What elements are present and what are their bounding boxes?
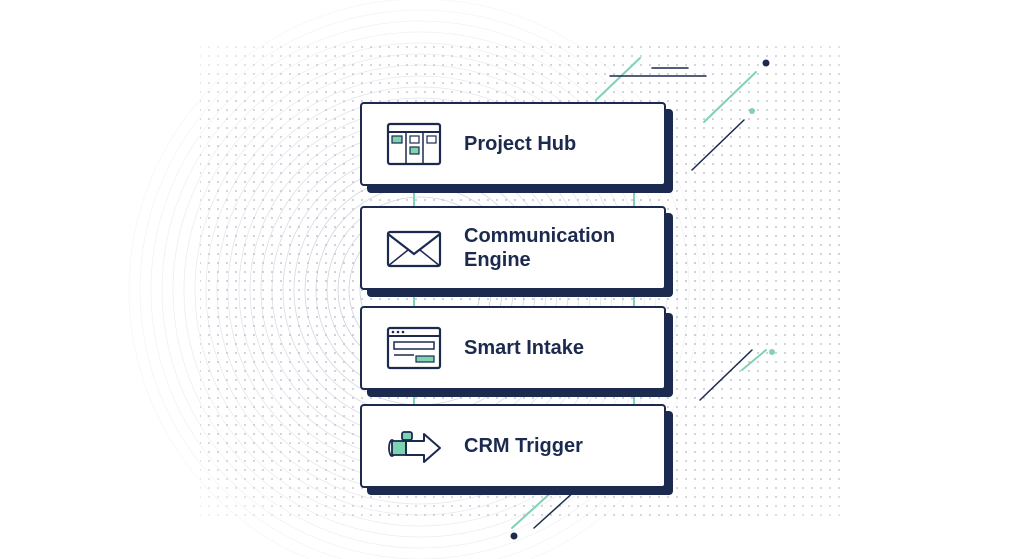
module-card-communication-engine: Communication Engine: [360, 206, 666, 290]
kanban-board-icon: [386, 122, 442, 166]
accent-dot: [510, 532, 518, 540]
accent-dot: [749, 108, 755, 114]
accent-dot: [762, 59, 770, 67]
form-window-icon: [386, 326, 442, 370]
module-card-project-hub: Project Hub: [360, 102, 666, 186]
accent-line-navy: [699, 349, 753, 401]
module-label: Smart Intake: [464, 337, 585, 359]
accent-line-mint: [703, 71, 757, 123]
module-label: CRM Trigger: [464, 435, 583, 457]
module-label: Project Hub: [464, 133, 577, 155]
accent-lines: [510, 57, 775, 540]
envelope-icon: [386, 230, 442, 268]
accent-line-mint: [511, 487, 557, 529]
accent-line-mint: [741, 349, 767, 371]
accent-line-navy: [533, 489, 577, 529]
pipe-arrow-icon: [388, 431, 441, 463]
module-card-crm-trigger: CRM Trigger: [360, 404, 666, 488]
accent-line-navy: [691, 119, 745, 171]
accent-dot: [769, 349, 775, 355]
module-label: Communication Engine: [464, 225, 616, 271]
accent-line-mint: [595, 57, 641, 101]
module-card-smart-intake: Smart Intake: [360, 306, 666, 390]
